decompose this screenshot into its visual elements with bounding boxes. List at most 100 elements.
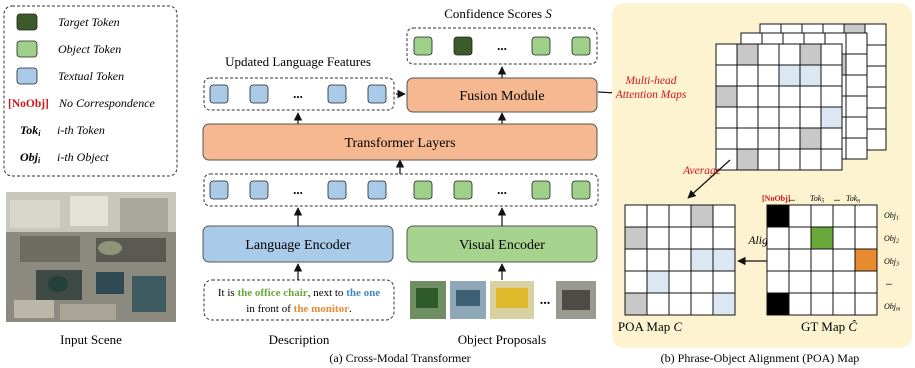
average-label: Average: [682, 165, 721, 177]
grid-cell: [766, 248, 790, 272]
gt-col-tokn: Tokn: [846, 194, 860, 205]
legend-textual-label: Textual Token: [58, 69, 124, 83]
grid-cell: [757, 127, 780, 150]
grid-cell: [832, 292, 856, 316]
grid-cell: [757, 106, 780, 129]
grid-cell: [778, 43, 801, 66]
grid-cell: [712, 248, 736, 272]
grid-cell: [788, 204, 812, 228]
grid-cell: [712, 204, 736, 228]
grid-cell: [778, 106, 801, 129]
grid-cell: [810, 270, 834, 294]
grid-cell: [766, 226, 790, 250]
grid-cell: [757, 148, 780, 171]
svg-text:...: ...: [293, 86, 303, 101]
attention-maps-label-2: Attention Maps: [615, 89, 687, 101]
grid-cell: [736, 85, 759, 108]
grid-cell: [690, 270, 714, 294]
grid-cell: [690, 292, 714, 316]
attention-maps-label-1: Multi-head: [624, 75, 676, 87]
grid-cell: [757, 43, 780, 66]
grid-cell: [712, 226, 736, 250]
grid-cell: [788, 226, 812, 250]
grid-cell: [820, 85, 843, 108]
proposals-caption: Object Proposals: [458, 332, 546, 347]
svg-text:...: ...: [497, 38, 507, 53]
gt-map: [766, 204, 878, 316]
grid-cell: [845, 95, 868, 118]
grid-cell: [778, 148, 801, 171]
grid-cell: [646, 270, 670, 294]
grid-cell: [854, 204, 878, 228]
grid-cell: [624, 270, 648, 294]
grid-cell: [690, 226, 714, 250]
legend-object-label: Object Token: [58, 42, 121, 56]
grid-cell: [668, 248, 692, 272]
grid-cell: [799, 127, 822, 150]
grid-cell: [624, 292, 648, 316]
grid-cell: [712, 270, 736, 294]
legend-object-swatch: [16, 40, 38, 58]
attention-map-1: [715, 43, 843, 171]
attention-map-stack: [715, 23, 887, 171]
legend-noobj-tag: [NoObj]: [8, 98, 49, 110]
input-scene-caption: Input Scene: [60, 332, 122, 347]
language-encoder-label: Language Encoder: [245, 238, 351, 253]
grid-cell: [778, 85, 801, 108]
description-caption: Description: [269, 332, 330, 347]
grid-cell: [690, 204, 714, 228]
gt-grid: [766, 204, 878, 316]
grid-cell: [832, 270, 856, 294]
proposals-ellipsis: ...: [540, 293, 551, 308]
panel-b-caption: (b) Phrase-Object Alignment (POA) Map: [661, 351, 860, 365]
grid-cell: [845, 74, 868, 97]
grid-cell: [778, 127, 801, 150]
legend-tok-desc: i-th Token: [57, 123, 105, 137]
updated-feature-row: [203, 77, 395, 111]
grid-cell: [864, 86, 887, 109]
legend-textual-swatch: [16, 67, 38, 85]
grid-cell: [854, 226, 878, 250]
grid-cell: [668, 204, 692, 228]
updated-tokens: ...: [209, 84, 387, 104]
poa-grid: [624, 204, 736, 316]
grid-cell: [799, 85, 822, 108]
grid-cell: [788, 292, 812, 316]
grid-cell: [646, 226, 670, 250]
grid-cell: [832, 248, 856, 272]
grid-cell: [832, 204, 856, 228]
grid-cell: [864, 23, 887, 46]
grid-cell: [799, 43, 822, 66]
grid-cell: [820, 148, 843, 171]
grid-cell: [715, 106, 738, 129]
grid-cell: [864, 44, 887, 67]
poa-map: [624, 204, 736, 316]
gt-row-obj1: Obj1: [884, 211, 899, 222]
gt-col-dots-2: ...: [834, 194, 840, 203]
grid-cell: [736, 64, 759, 87]
grid-cell: [715, 85, 738, 108]
grid-cell: [820, 127, 843, 150]
fusion-module-label: Fusion Module: [459, 89, 544, 104]
grid-cell: [799, 148, 822, 171]
gt-col-tok5: Tok5: [810, 194, 824, 205]
grid-cell: [832, 226, 856, 250]
grid-cell: [799, 106, 822, 129]
grid-cell: [810, 226, 834, 250]
legend-target-label: Target Token: [58, 15, 120, 29]
grid-cell: [820, 64, 843, 87]
grid-cell: [624, 248, 648, 272]
gt-row-objm: Objm: [884, 302, 901, 313]
grid-cell: [715, 64, 738, 87]
grid-cell: [788, 270, 812, 294]
grid-cell: [845, 116, 868, 139]
transformer-layers-box: [202, 123, 598, 161]
grid-cell: [864, 107, 887, 130]
grid-cell: [690, 248, 714, 272]
grid-cell: [864, 128, 887, 151]
grid-cell: [854, 270, 878, 294]
grid-cell: [766, 292, 790, 316]
confidence-tokens: ...: [413, 36, 591, 56]
grid-cell: [646, 248, 670, 272]
